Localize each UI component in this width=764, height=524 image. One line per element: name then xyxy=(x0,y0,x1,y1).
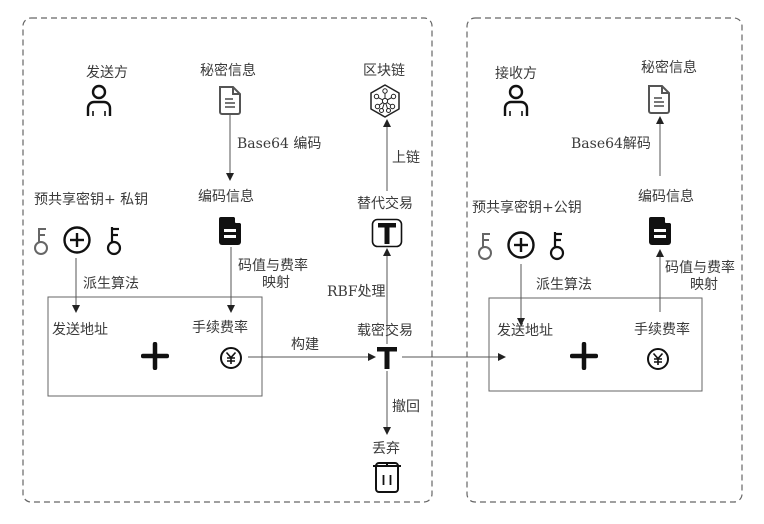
blockchain-label: 区块链 xyxy=(363,63,405,79)
receiver-plus-icon xyxy=(570,342,598,370)
receiver-fee-label: 手续费率 xyxy=(634,322,690,338)
public-key-icon xyxy=(549,232,565,261)
receiver-mapping-label-line2: 映射 xyxy=(690,277,718,293)
secret-document-icon xyxy=(219,86,241,115)
receiver-panel xyxy=(466,17,743,503)
sender-mapping-label-line2: 映射 xyxy=(262,275,290,291)
sender-person-icon xyxy=(86,84,112,116)
receiver-address-label: 发送地址 xyxy=(497,323,553,339)
sender-secret-label: 秘密信息 xyxy=(200,63,256,79)
receiver-encoded-label: 编码信息 xyxy=(638,189,694,205)
stego-transaction-icon xyxy=(377,347,397,369)
plus-icon xyxy=(141,342,169,370)
receiver-derive-label: 派生算法 xyxy=(536,277,592,293)
receiver-keys-label: 预共享密钥+公钥 xyxy=(472,200,582,216)
decoded-secret-document-icon xyxy=(648,85,670,114)
sender-address-label: 发送地址 xyxy=(52,322,108,338)
replace-transaction-icon xyxy=(371,218,403,248)
trash-bin-icon xyxy=(373,462,401,493)
onchain-label: 上链 xyxy=(392,150,420,166)
receiver-preshared-key-icon xyxy=(478,233,492,260)
revoke-label: 撤回 xyxy=(392,399,420,415)
blockchain-network-icon xyxy=(370,84,400,118)
private-key-icon xyxy=(106,227,122,256)
build-label: 构建 xyxy=(291,337,319,353)
sender-derive-label: 派生算法 xyxy=(83,276,139,292)
rbf-label: RBF处理 xyxy=(327,284,386,300)
encode-step-label: Base64 编码 xyxy=(237,136,322,152)
sender-panel xyxy=(22,17,433,503)
replace-tx-label: 替代交易 xyxy=(357,196,413,212)
decode-step-label: Base64解码 xyxy=(571,136,651,152)
sender-encoded-label: 编码信息 xyxy=(198,189,254,205)
receiver-encoded-document-icon xyxy=(649,217,671,245)
receiver-fee-yuan-icon xyxy=(647,348,669,370)
stego-tx-label: 载密交易 xyxy=(357,323,413,339)
receiver-tx-box xyxy=(488,297,703,392)
receiver-secret-label: 秘密信息 xyxy=(641,60,697,76)
fee-yuan-icon xyxy=(220,347,242,369)
sender-role-label: 发送方 xyxy=(86,65,128,81)
receiver-mapping-label-line1: 码值与费率 xyxy=(665,260,735,276)
combine-plus-circle-icon xyxy=(63,226,91,254)
sender-keys-label: 预共享密钥+ 私钥 xyxy=(34,192,149,208)
receiver-person-icon xyxy=(503,84,529,116)
encoded-document-icon xyxy=(219,217,241,245)
sender-mapping-label-line1: 码值与费率 xyxy=(238,258,308,274)
receiver-combine-plus-circle-icon xyxy=(507,231,535,259)
receiver-role-label: 接收方 xyxy=(495,66,537,82)
sender-fee-label: 手续费率 xyxy=(192,320,248,336)
sender-tx-box xyxy=(47,296,263,397)
preshared-key-icon xyxy=(34,228,48,255)
discard-label: 丢弃 xyxy=(372,441,400,457)
